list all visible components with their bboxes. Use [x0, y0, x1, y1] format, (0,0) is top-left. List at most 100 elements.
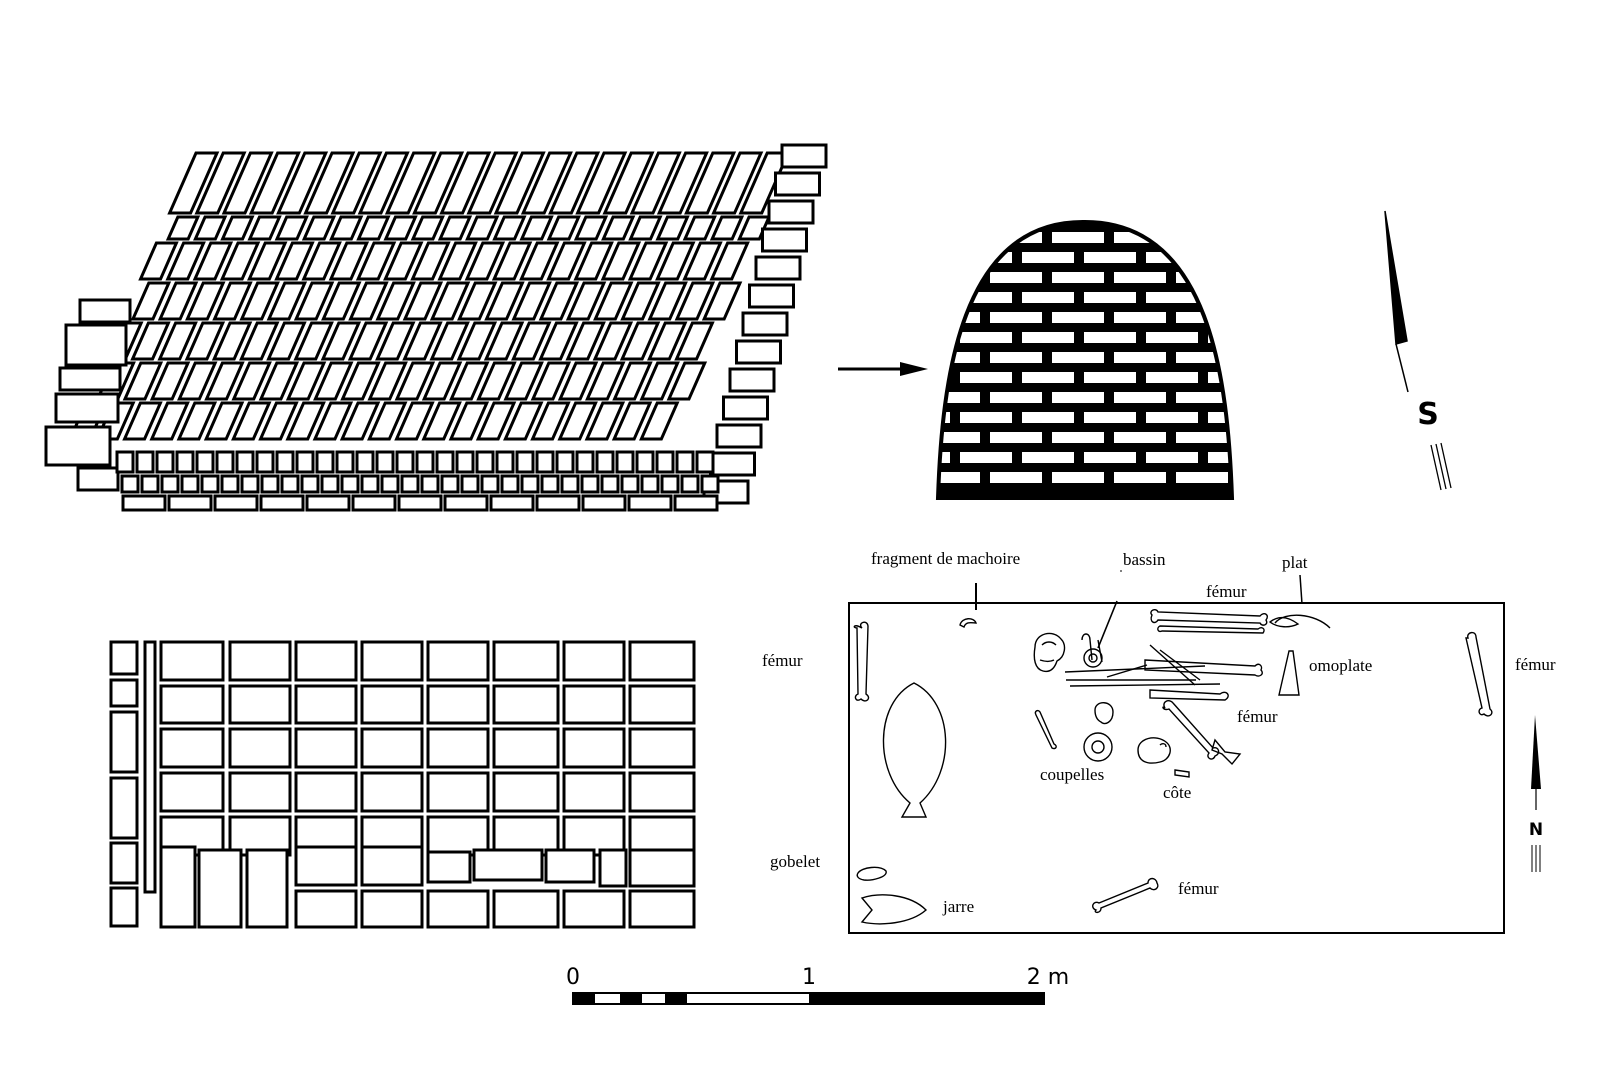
arch-brick	[1238, 232, 1290, 243]
vault-edge-brick	[728, 367, 776, 393]
vault-brick	[367, 361, 408, 401]
vault-brick	[239, 321, 280, 361]
label-plat: plat	[1282, 553, 1308, 572]
vault-base-brick	[355, 450, 375, 474]
vault-brick	[711, 151, 764, 215]
omoplate-bone	[1278, 650, 1300, 696]
arch-brick	[1022, 252, 1074, 263]
wall-block	[426, 640, 490, 682]
arch-brick	[1208, 292, 1232, 303]
wall-column-block	[109, 841, 139, 885]
label-cote: côte	[1163, 783, 1191, 802]
wall-elevation-drawing	[109, 640, 696, 929]
arch-brick	[1084, 452, 1136, 463]
vault-brick	[484, 281, 525, 321]
scale-label-2m: 2 m	[1027, 965, 1069, 990]
arch-brick	[1114, 432, 1166, 443]
arch-brick	[1084, 332, 1136, 343]
vault-brick	[293, 321, 334, 361]
vault-brick	[429, 321, 470, 361]
vault-base-brick	[695, 450, 715, 474]
vault-brick	[620, 281, 661, 321]
wall-block	[360, 845, 424, 887]
vault-base-brick	[420, 474, 440, 494]
wall-block	[228, 727, 292, 769]
vault-edge-brick	[709, 451, 756, 477]
vault-brick	[511, 321, 552, 361]
vault-brick	[629, 151, 682, 215]
gobelet-vessel	[856, 866, 887, 881]
vault-base-brick	[400, 474, 420, 494]
jar-vertical	[882, 682, 947, 818]
vault-base-brick	[460, 474, 480, 494]
arch-brick	[1238, 392, 1290, 403]
vault-brick	[231, 401, 272, 441]
vault-base-brick	[640, 474, 660, 494]
vault-brick	[682, 241, 723, 281]
arch-brick	[1270, 412, 1322, 423]
arch-brick	[1022, 452, 1074, 463]
vault-edge-brick	[767, 199, 815, 225]
arch-brick	[938, 232, 980, 243]
vault-brick	[165, 215, 201, 241]
wall-block	[228, 771, 292, 813]
vault-brick	[157, 321, 198, 361]
vault-base-brick	[595, 450, 615, 474]
vault-edge-brick	[774, 171, 821, 197]
vault-brick	[258, 401, 299, 441]
vault-brick	[465, 215, 500, 241]
vault-brick	[548, 151, 601, 215]
vault-side-block	[44, 425, 112, 467]
label-femur-left: fémur	[762, 651, 803, 670]
vault-brick	[220, 215, 255, 241]
vault-base-brick	[167, 494, 213, 512]
arch-brick	[1176, 232, 1228, 243]
vault-brick	[212, 281, 253, 321]
wall-block	[562, 684, 626, 725]
vault-brick	[357, 151, 410, 215]
arch-brick	[1208, 252, 1232, 263]
vault-brick	[709, 215, 745, 241]
vault-brick	[503, 401, 544, 441]
arch-brick	[938, 352, 980, 363]
vault-brick	[193, 215, 228, 241]
vault-brick	[674, 321, 715, 361]
vault-base-brick	[135, 450, 155, 474]
label-femur-top: fémur	[1206, 582, 1247, 601]
vault-base-brick	[581, 494, 627, 512]
wall-block	[294, 727, 358, 769]
vault-brick	[313, 361, 354, 401]
vault-brick	[247, 215, 282, 241]
arch-brick	[938, 292, 950, 303]
vault-side-block	[54, 392, 120, 424]
wall-block	[159, 684, 225, 725]
vault-edge-brick	[735, 339, 782, 365]
vault-brick	[204, 361, 245, 401]
vault-base-brick	[635, 450, 655, 474]
vault-base-brick	[235, 450, 255, 474]
arch-brick	[1176, 352, 1228, 363]
wall-column-block	[143, 640, 157, 894]
vault-brick	[421, 401, 462, 441]
vault-base-brick	[680, 474, 700, 494]
wall-block	[562, 889, 626, 929]
vault-brick	[538, 281, 580, 321]
vault-base-brick	[443, 494, 489, 512]
vault-base-brick	[535, 494, 581, 512]
arch-brick	[990, 352, 1042, 363]
femur-mid-bone	[1162, 700, 1220, 760]
arch-brick	[1300, 312, 1352, 323]
wall-column-block	[109, 776, 139, 840]
vault-brick	[483, 321, 525, 361]
arch-brick	[1238, 472, 1290, 483]
vault-brick	[266, 321, 307, 361]
vault-brick	[383, 241, 424, 281]
vault-brick	[402, 281, 444, 321]
arch-brick	[990, 432, 1042, 443]
femur-bottom-bone	[1092, 877, 1159, 914]
arch-brick	[1208, 372, 1232, 383]
vault-brick	[383, 215, 418, 241]
vault-brick	[674, 281, 716, 321]
vault-brick	[301, 241, 342, 281]
